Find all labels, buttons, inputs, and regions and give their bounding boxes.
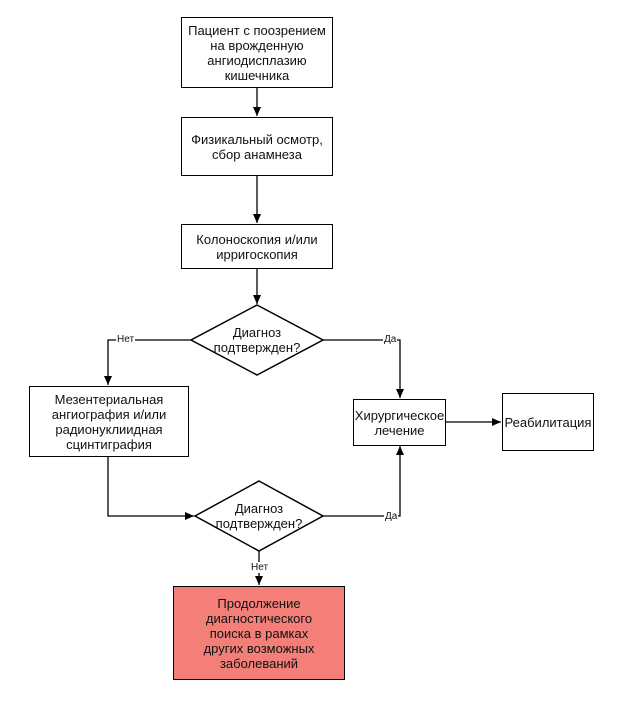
rehab-node: Реабилитация [502, 393, 594, 451]
decision1-shape [189, 304, 325, 376]
edge-decision2-yes [323, 446, 404, 517]
edge-angiography-decision2 [107, 457, 194, 520]
exam-node: Физикальный осмотр, сбор анамнеза [181, 117, 333, 176]
decision2-no-label: Нет [250, 562, 270, 573]
decision1-yes-label: Да [383, 334, 398, 345]
decision2-yes-label: Да [384, 511, 399, 522]
edge-decision1-yes [323, 339, 404, 398]
edge-decision1-no [104, 339, 191, 385]
decision1-no-label: Нет [116, 334, 136, 345]
decision1-label: Диагноз подтвержден? [213, 325, 301, 355]
patient-node: Пациент с поозрением на врожденную ангио… [181, 17, 333, 88]
decision2-label: Диагноз подтвержден? [215, 501, 303, 531]
continue-node: Продолжение диагностического поиска в ра… [173, 586, 345, 680]
surgery-node: Хирургическое лечение [353, 399, 446, 446]
colonoscopy-node: Колоноскопия и/или ирригоскопия [181, 224, 333, 269]
angiography-node: Мезентериальная ангиография и/или радион… [29, 386, 189, 457]
